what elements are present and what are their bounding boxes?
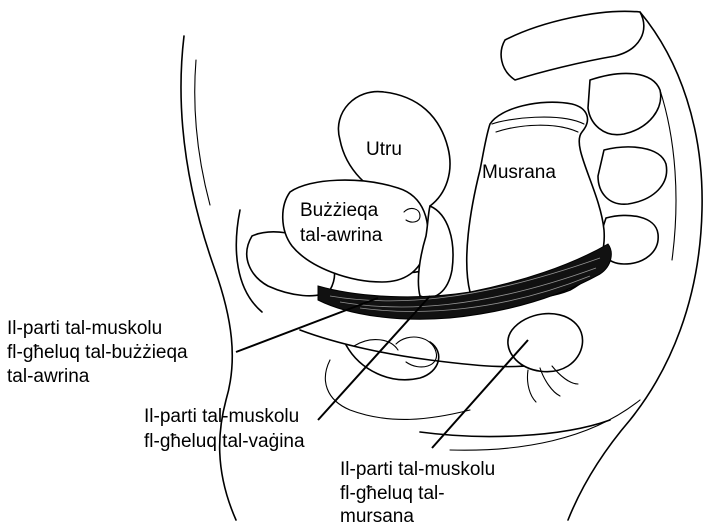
anal-canal <box>508 314 583 372</box>
label-muscle-rectum-line-2: fl-għeluq tal- <box>340 483 445 504</box>
label-muscle-rectum-line-1: Il-parti tal-muskolu <box>340 459 495 480</box>
label-muscle-bladder-line-2: fl-għeluq tal-bużżieqa <box>7 342 188 363</box>
label-muscle-vagina-line-1: Il-parti tal-muskolu <box>144 406 299 427</box>
label-muscle-vagina-line-2: fl-għeluq tal-vaġina <box>144 431 305 452</box>
leader-rectum-muscle <box>432 340 528 448</box>
label-bladder-line-2: tal-awrina <box>300 225 383 246</box>
perineum-contour <box>300 330 640 450</box>
label-rectum: Musrana <box>482 162 556 183</box>
label-bladder-line-1: Bużżieqa <box>300 200 379 221</box>
label-muscle-rectum-line-3: mursana <box>340 506 414 525</box>
label-muscle-bladder-line-1: Il-parti tal-muskolu <box>7 318 162 339</box>
label-muscle-bladder-line-3: tal-awrina <box>7 366 90 387</box>
label-uterus: Utru <box>366 139 402 160</box>
